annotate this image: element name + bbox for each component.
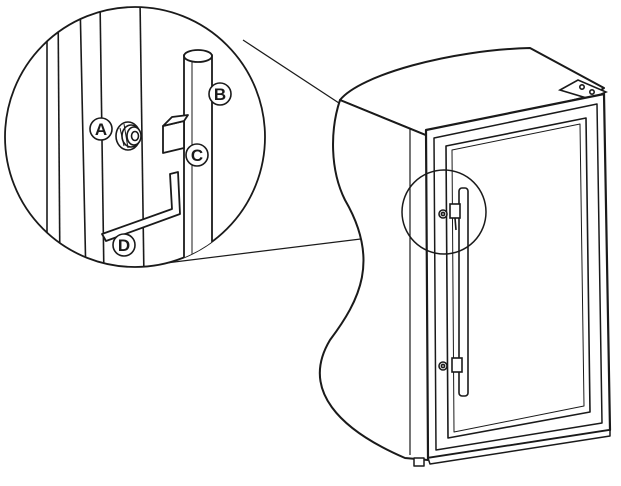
screw-thread-2 bbox=[123, 123, 129, 149]
door-glass-inner bbox=[451, 123, 585, 433]
callout-c-label: C bbox=[191, 146, 203, 165]
fridge-door bbox=[413, 92, 612, 467]
door-middle-frame bbox=[433, 103, 603, 451]
callout-d: D bbox=[112, 233, 136, 257]
frame-line-2 bbox=[57, 7, 61, 267]
frame-line-3 bbox=[79, 7, 87, 267]
door-screw-bottom-center bbox=[440, 363, 446, 369]
zoom-screw bbox=[115, 121, 142, 151]
callout-b-circle bbox=[208, 82, 232, 106]
door-glass-frame bbox=[445, 117, 591, 439]
cabinet-side bbox=[318, 99, 429, 461]
handle-bar-top bbox=[183, 49, 213, 63]
callout-a: A bbox=[89, 117, 113, 141]
callout-d-circle bbox=[112, 233, 136, 257]
door-handle-mount-top bbox=[449, 203, 461, 219]
callout-b: B bbox=[208, 82, 232, 106]
door-lock-pin bbox=[454, 217, 457, 231]
callout-b-label: B bbox=[214, 85, 226, 104]
top-hinge bbox=[557, 79, 609, 100]
callout-c-circle bbox=[185, 143, 209, 167]
zoom-allen-key bbox=[101, 171, 181, 242]
door-handle bbox=[438, 187, 469, 397]
door-bottom-edge bbox=[427, 429, 611, 465]
door-handle-mount-bottom bbox=[451, 357, 463, 373]
door-handle-bar bbox=[458, 187, 469, 397]
callout-a-label: A bbox=[95, 120, 107, 139]
zoom-mount-block bbox=[162, 114, 189, 154]
callout-a-circle bbox=[89, 117, 113, 141]
top-hinge-screw-2 bbox=[588, 89, 595, 96]
mount-block-top bbox=[162, 114, 189, 127]
zoom-source-circle bbox=[401, 169, 487, 255]
screw-thread-1 bbox=[119, 127, 125, 147]
fridge-cabinet bbox=[318, 47, 605, 461]
top-hinge-screw-1 bbox=[578, 84, 585, 91]
magnified-detail: A B C D bbox=[4, 6, 266, 268]
allen-key-shape bbox=[101, 171, 181, 242]
screw-center bbox=[130, 130, 140, 142]
callout-c: C bbox=[185, 143, 209, 167]
door-screw-top-center bbox=[440, 211, 446, 217]
cabinet-top bbox=[339, 47, 605, 137]
handle-bar-body bbox=[183, 54, 213, 267]
cabinet-foot bbox=[413, 457, 425, 467]
zoom-handle-bar bbox=[183, 49, 213, 267]
frame-line-5 bbox=[139, 7, 145, 267]
callout-d-label: D bbox=[118, 236, 130, 255]
